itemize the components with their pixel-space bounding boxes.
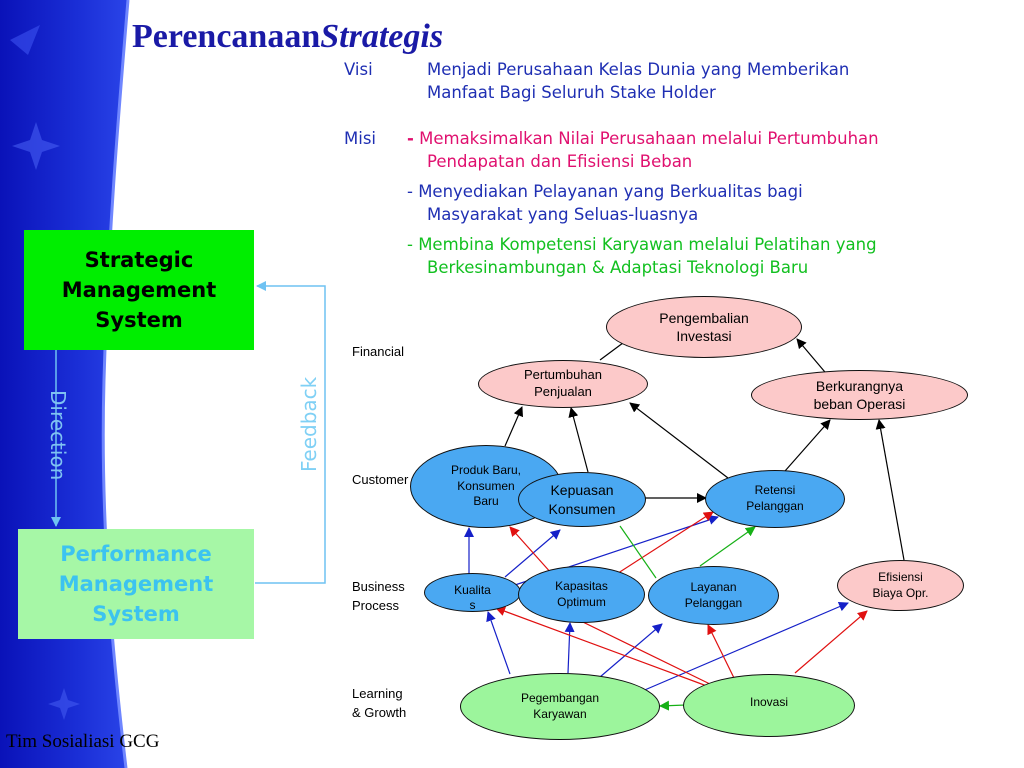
- misi-item-1-dash: -: [407, 129, 414, 148]
- level-business-2: Process: [352, 598, 399, 613]
- arrow-kualitas-to-kepuasan: [504, 529, 561, 578]
- arrow-inovasi-to-efisiensi: [794, 610, 868, 674]
- arrow-layanan-to-retensi: [699, 526, 756, 567]
- arrow-layanan-to-kepuasan: [619, 525, 657, 579]
- arrow-pegembangan-to-efisiensi: [639, 601, 849, 693]
- arrow-kapasitas-to-retensi: [611, 511, 714, 578]
- misi-label: Misi: [344, 129, 377, 148]
- arrow-efisiensi-to-berkurangnya: [875, 419, 905, 561]
- node-inovasi: Inovasi: [683, 674, 855, 737]
- arrow-inovasi-to-layanan: [707, 624, 736, 681]
- arrow-pegembangan-to-kualitas: [486, 611, 511, 675]
- visi-label: Visi: [344, 60, 373, 79]
- arrow-kapasitas-to-produk: [509, 526, 553, 575]
- level-customer: Customer: [352, 472, 409, 487]
- misi-item-2-line-1: - Menyediakan Pelayanan yang Berkualitas…: [407, 182, 803, 201]
- title-main: Perencanaan: [132, 18, 321, 55]
- arrow-retensi-to-berkurangnya: [784, 419, 831, 472]
- level-learning-1: Learning: [352, 686, 403, 701]
- misi-item-1-line-2: Pendapatan dan Efisiensi Beban: [427, 152, 693, 171]
- arrow-inovasi-to-pegembangan: [659, 700, 687, 711]
- footer-label: Tim Sosialiasi GCG: [6, 731, 160, 752]
- misi-item-3-line-2: Berkesinambungan & Adaptasi Teknologi Ba…: [427, 258, 809, 277]
- feedback-arrow: [255, 281, 326, 584]
- misi-item-1-line-1: - Memaksimalkan Nilai Perusahaan melalui…: [407, 129, 879, 148]
- visi-line-2: Manfaat Bagi Seluruh Stake Holder: [427, 83, 716, 102]
- arrow-pegembangan-to-layanan: [599, 623, 663, 678]
- misi-item-2-line-2: Masyarakat yang Seluas-luasnya: [427, 205, 699, 224]
- arrow-inovasi-to-kualitas: [495, 606, 716, 690]
- level-financial: Financial: [352, 344, 405, 359]
- misi-item-3-line-1: - Membina Kompetensi Karyawan melalui Pe…: [407, 235, 877, 254]
- level-learning-2: & Growth: [352, 705, 407, 720]
- visi-line-1: Menjadi Perusahaan Kelas Dunia yang Memb…: [427, 60, 850, 79]
- arrow-retensi-to-pertumbuhan: [629, 402, 729, 479]
- arrow-pegembangan-to-kapasitas: [564, 622, 575, 674]
- level-business-1: Business: [352, 579, 405, 594]
- page-title: PerencanaanStrategis: [132, 18, 443, 56]
- title-italic: Strategis: [320, 18, 444, 55]
- arrow-produk-to-pertumbuhan: [504, 406, 523, 447]
- arrow-kepuasan-to-pertumbuhan: [568, 407, 589, 473]
